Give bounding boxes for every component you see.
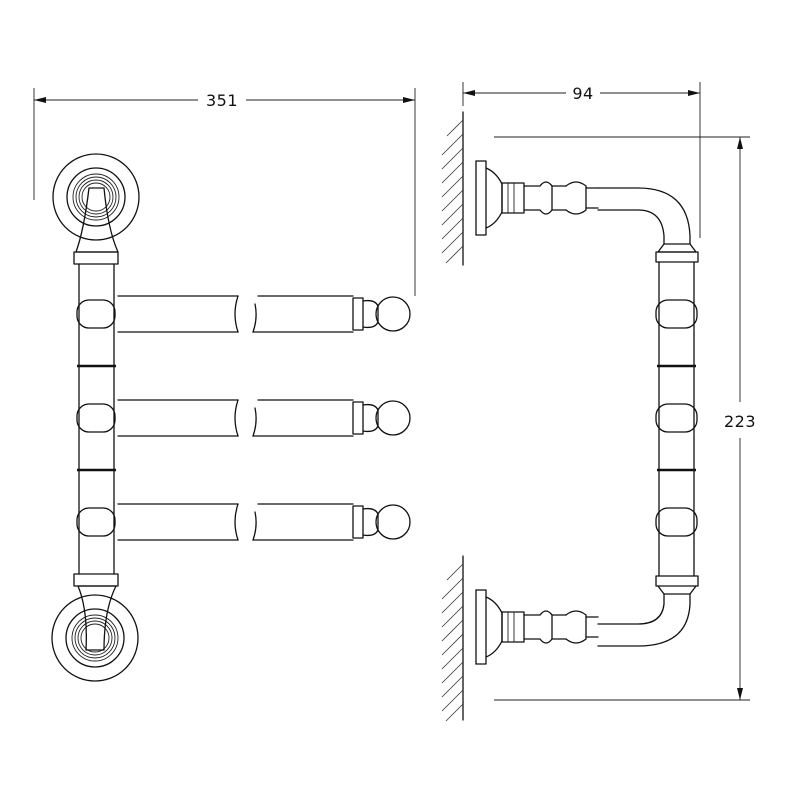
width-dimension: 351	[33, 88, 416, 296]
top-mount-stem	[73, 187, 119, 265]
height-dimension: 223	[494, 136, 756, 701]
swing-arm-2	[117, 399, 411, 437]
width-label: 351	[206, 91, 238, 110]
side-top-bracket	[475, 160, 599, 236]
top-wall-flange	[52, 153, 140, 241]
depth-label: 94	[572, 84, 593, 103]
swing-arm-1	[117, 295, 411, 333]
bottom-mount-stem	[73, 573, 119, 651]
top-elbow	[597, 187, 691, 245]
knuckle-1	[76, 299, 116, 329]
knuckle-3	[76, 507, 116, 537]
wall-bottom	[441, 555, 464, 722]
depth-dimension: 94	[462, 82, 701, 238]
knuckle-2	[76, 403, 116, 433]
pivot-column	[77, 263, 116, 575]
height-label: 223	[724, 412, 756, 431]
side-view	[441, 111, 699, 722]
side-bottom-bracket	[475, 589, 599, 665]
wall-top	[441, 111, 464, 266]
swing-arm-3	[117, 503, 411, 541]
side-column	[655, 261, 698, 577]
bottom-wall-flange	[51, 594, 139, 682]
bottom-elbow	[597, 593, 691, 647]
front-view	[51, 153, 411, 682]
